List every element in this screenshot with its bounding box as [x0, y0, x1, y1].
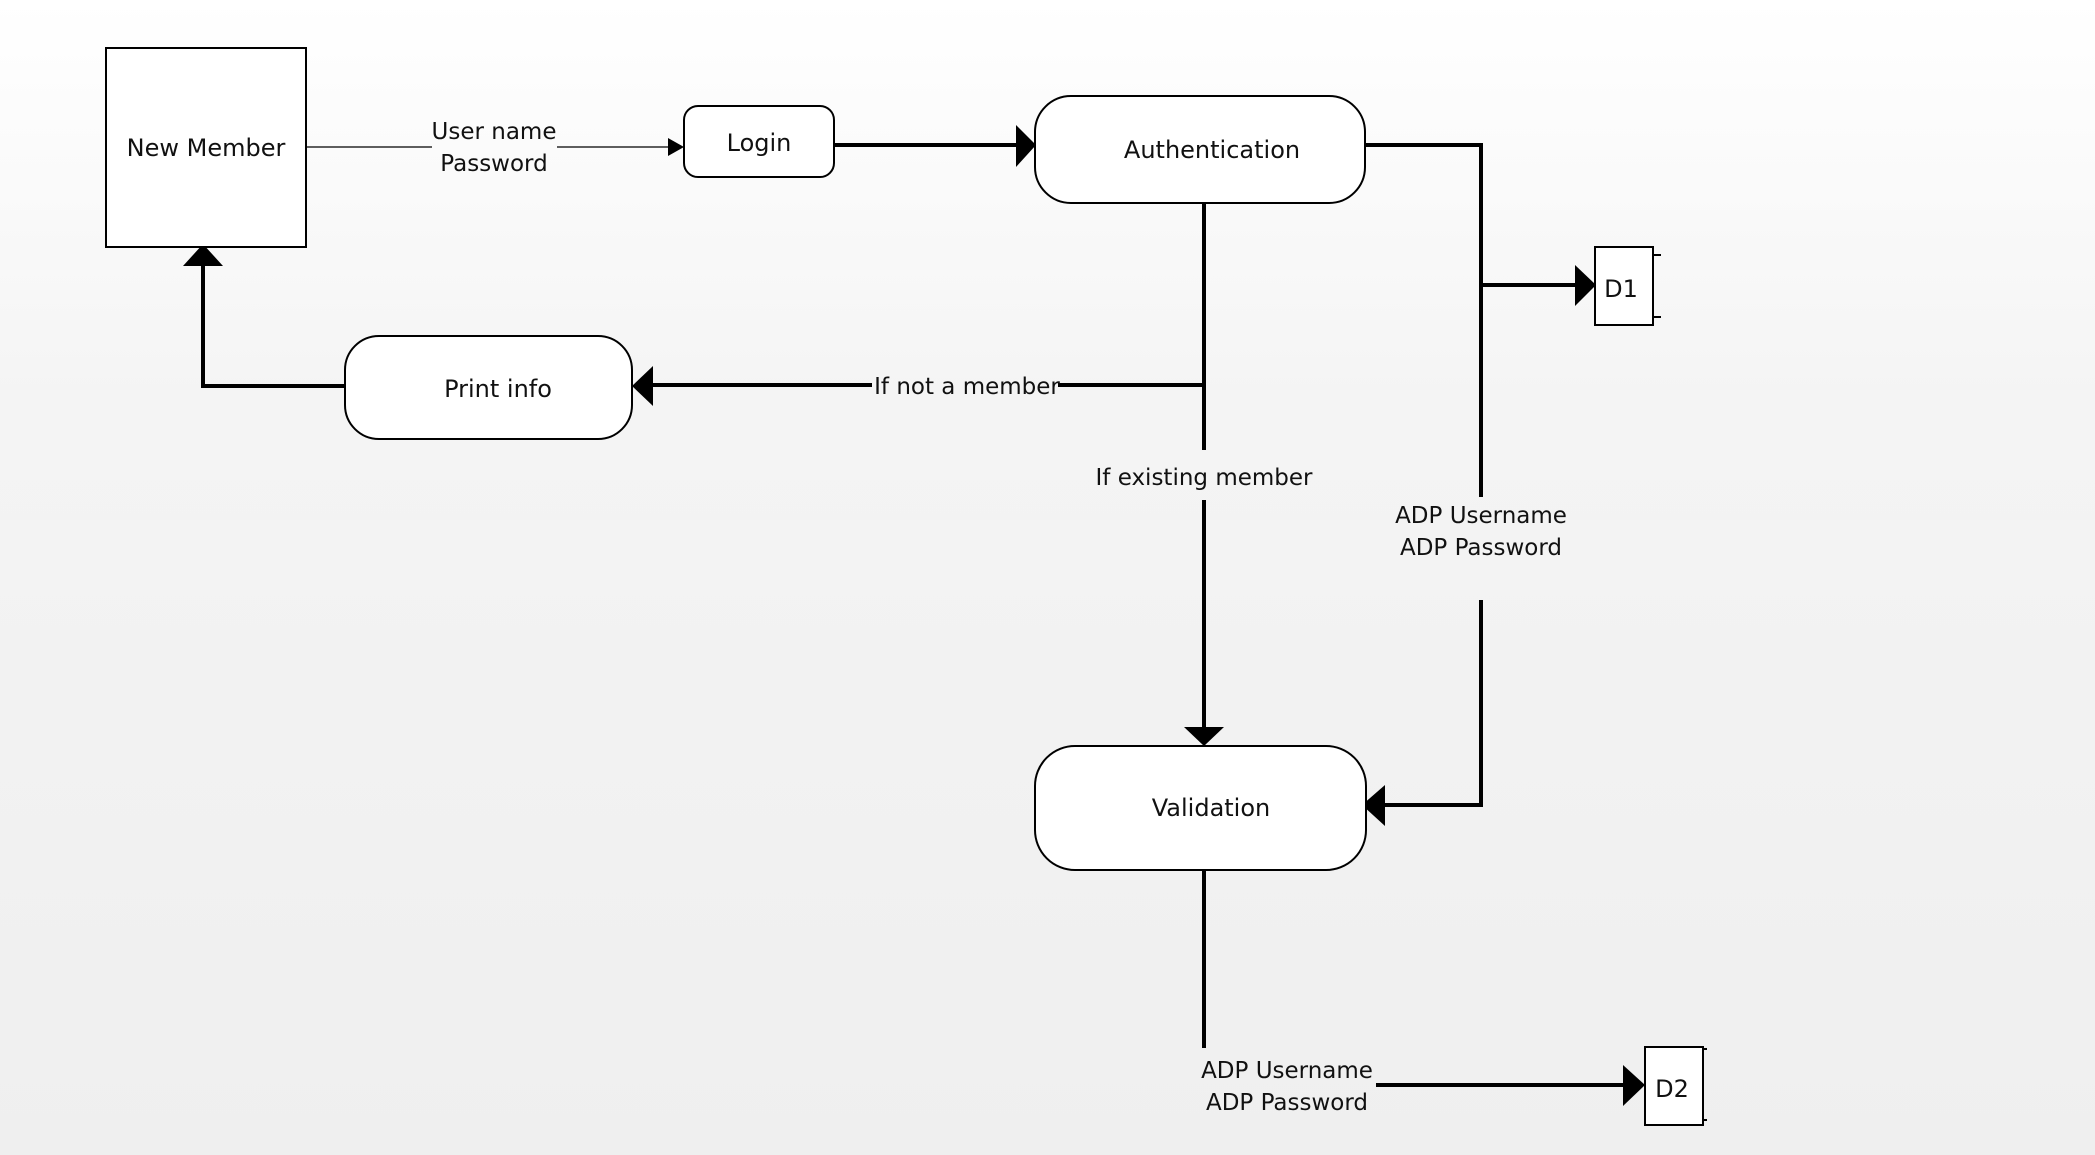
- node-label: Print info: [444, 375, 552, 403]
- edge-authentication-to-printinfo: If not a member: [632, 203, 1206, 450]
- arrowhead-icon: [668, 138, 684, 156]
- edge-authentication-to-d1: [1364, 143, 1596, 497]
- node-label: D1: [1604, 275, 1638, 303]
- arrowhead-icon: [1623, 1065, 1645, 1106]
- edge-label-adp-username: ADP Username: [1395, 503, 1567, 529]
- node-print-info[interactable]: Print info: [344, 335, 633, 440]
- edge-label-password: Password: [440, 151, 547, 177]
- node-label: D2: [1655, 1075, 1689, 1103]
- edge-label-adp-password-out: ADP Password: [1206, 1090, 1368, 1116]
- datastore-d2[interactable]: D2: [1644, 1046, 1707, 1126]
- arrowhead-icon: [1362, 785, 1385, 826]
- arrowhead-icon: [632, 366, 653, 406]
- node-login[interactable]: Login: [683, 105, 835, 178]
- edge-authentication-to-validation: If existing member: [1096, 465, 1314, 746]
- edge-printinfo-to-newmember: [183, 244, 345, 388]
- arrowhead-icon: [1575, 265, 1596, 306]
- node-label: Validation: [1152, 794, 1271, 822]
- edge-label-existing-member: If existing member: [1096, 465, 1314, 491]
- node-label: New Member: [127, 134, 286, 162]
- edge-label-username: User name: [432, 119, 557, 145]
- edge-newmember-to-login: User name Password: [307, 119, 684, 177]
- edge-label-not-member: If not a member: [874, 374, 1060, 400]
- node-new-member[interactable]: New Member: [105, 47, 307, 248]
- edge-validation-to-d2: ADP Username ADP Password: [1201, 866, 1645, 1116]
- arrowhead-icon: [1184, 727, 1224, 746]
- node-validation[interactable]: Validation: [1034, 745, 1367, 871]
- node-label: Login: [727, 129, 792, 157]
- edge-login-to-authentication: [834, 125, 1036, 167]
- arrowhead-icon: [183, 244, 223, 266]
- node-authentication[interactable]: Authentication: [1034, 95, 1366, 204]
- arrowhead-icon: [1016, 125, 1036, 167]
- node-label: Authentication: [1124, 136, 1300, 164]
- edge-authentication-to-validation-adp: ADP Username ADP Password: [1362, 503, 1567, 826]
- edge-label-adp-username-out: ADP Username: [1201, 1058, 1373, 1084]
- datastore-d1[interactable]: D1: [1594, 246, 1661, 326]
- edge-label-adp-password: ADP Password: [1400, 535, 1562, 561]
